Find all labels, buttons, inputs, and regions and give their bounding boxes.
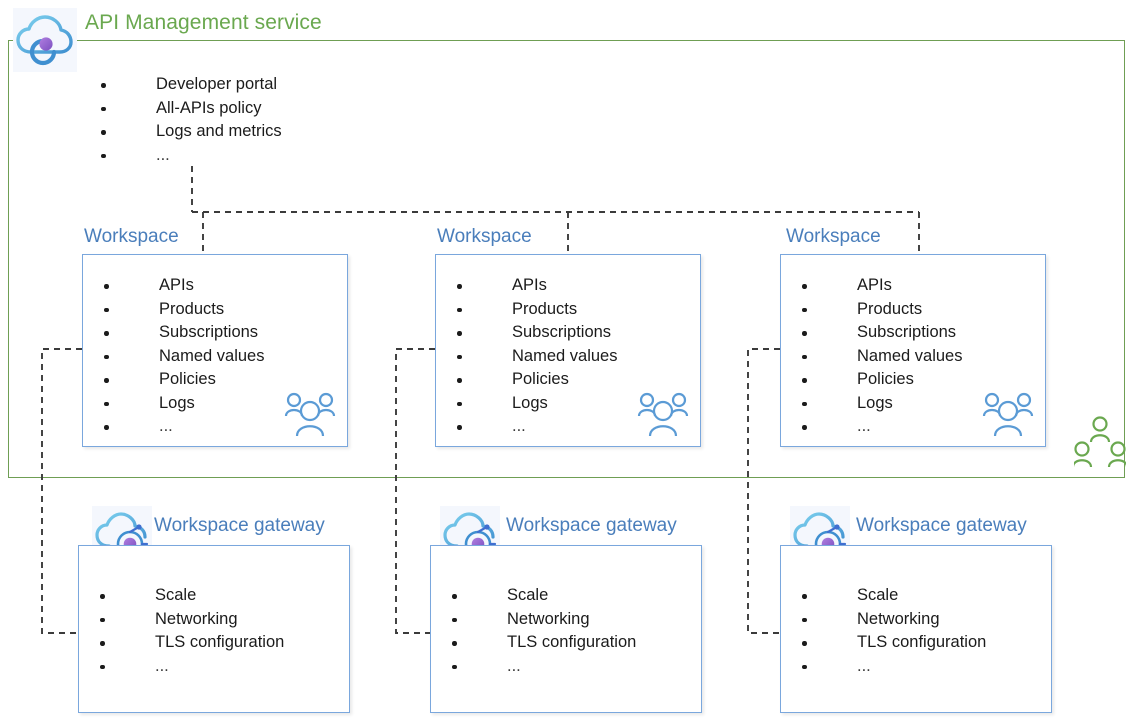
list-item: Developer portal — [99, 73, 282, 97]
list-item: Products — [800, 298, 962, 322]
list-item: TLS configuration — [800, 631, 986, 655]
workspace-gateway-3-item-list: Scale Networking TLS configuration ... — [800, 584, 986, 678]
workspace-gateway-3-label: Workspace gateway — [856, 515, 1027, 536]
list-item: TLS configuration — [98, 631, 284, 655]
people-group-green-icon — [1071, 415, 1129, 473]
list-item: Networking — [98, 608, 284, 632]
workspace-gateway-2-label: Workspace gateway — [506, 515, 677, 536]
list-item: Logs — [455, 392, 617, 416]
api-management-cloud-icon — [13, 8, 77, 72]
people-group-blue-icon — [981, 391, 1035, 439]
workspace-3-label: Workspace — [786, 226, 881, 247]
workspace-gateway-1-label: Workspace gateway — [154, 515, 325, 536]
list-item: Policies — [102, 368, 264, 392]
list-item: Logs — [102, 392, 264, 416]
list-item: Named values — [800, 345, 962, 369]
workspace-1-box[interactable]: APIs Products Subscriptions Named values… — [82, 254, 348, 447]
list-item: Scale — [800, 584, 986, 608]
service-feature-list: Developer portal All-APIs policy Logs an… — [99, 73, 282, 167]
list-item: Named values — [102, 345, 264, 369]
list-item: Subscriptions — [455, 321, 617, 345]
list-item: Products — [455, 298, 617, 322]
list-item: Networking — [450, 608, 636, 632]
list-item: Networking — [800, 608, 986, 632]
list-item: Products — [102, 298, 264, 322]
workspace-2-box[interactable]: APIs Products Subscriptions Named values… — [435, 254, 701, 447]
workspace-gateway-2-item-list: Scale Networking TLS configuration ... — [450, 584, 636, 678]
list-item: Policies — [455, 368, 617, 392]
list-item: Named values — [455, 345, 617, 369]
list-item: All-APIs policy — [99, 97, 282, 121]
list-item: Subscriptions — [102, 321, 264, 345]
workspace-1-item-list: APIs Products Subscriptions Named values… — [102, 274, 264, 439]
people-group-blue-icon — [636, 391, 690, 439]
workspace-1-label: Workspace — [84, 226, 179, 247]
list-item: ... — [450, 655, 636, 679]
page-title: API Management service — [85, 11, 322, 34]
list-item: Scale — [98, 584, 284, 608]
list-item: ... — [800, 415, 962, 439]
list-item: ... — [99, 144, 282, 168]
list-item: Subscriptions — [800, 321, 962, 345]
list-item: Scale — [450, 584, 636, 608]
workspace-gateway-1-item-list: Scale Networking TLS configuration ... — [98, 584, 284, 678]
list-item: Logs — [800, 392, 962, 416]
list-item: APIs — [102, 274, 264, 298]
list-item: ... — [98, 655, 284, 679]
workspace-gateway-3-box[interactable]: Scale Networking TLS configuration ... — [780, 545, 1052, 713]
list-item: APIs — [800, 274, 962, 298]
workspace-3-item-list: APIs Products Subscriptions Named values… — [800, 274, 962, 439]
workspace-gateway-2-box[interactable]: Scale Networking TLS configuration ... — [430, 545, 702, 713]
list-item: APIs — [455, 274, 617, 298]
list-item: Policies — [800, 368, 962, 392]
list-item: ... — [102, 415, 264, 439]
workspace-2-item-list: APIs Products Subscriptions Named values… — [455, 274, 617, 439]
list-item: TLS configuration — [450, 631, 636, 655]
workspace-3-box[interactable]: APIs Products Subscriptions Named values… — [780, 254, 1046, 447]
people-group-blue-icon — [283, 391, 337, 439]
list-item: ... — [800, 655, 986, 679]
list-item: ... — [455, 415, 617, 439]
list-item: Logs and metrics — [99, 120, 282, 144]
workspace-gateway-1-box[interactable]: Scale Networking TLS configuration ... — [78, 545, 350, 713]
workspace-2-label: Workspace — [437, 226, 532, 247]
